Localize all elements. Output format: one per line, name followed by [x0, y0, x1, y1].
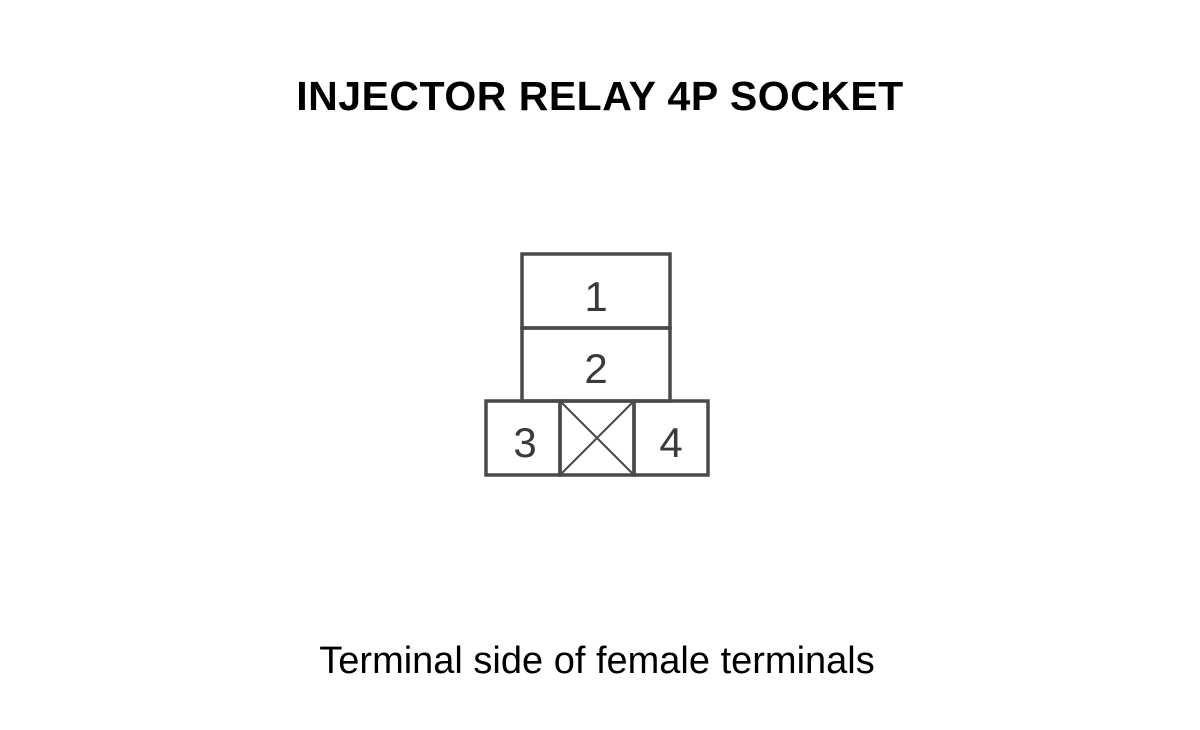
terminal-1-label: 1	[584, 273, 607, 320]
diagram-caption: Terminal side of female terminals	[319, 640, 875, 682]
terminal-4-cell	[632, 399, 710, 477]
terminal-3-label: 3	[513, 419, 536, 466]
terminal-4-label: 4	[659, 419, 682, 466]
blank-cavity-x-icon	[560, 401, 634, 475]
diagram-title: INJECTOR RELAY 4P SOCKET	[296, 73, 904, 119]
terminal-2-label: 2	[584, 345, 607, 392]
